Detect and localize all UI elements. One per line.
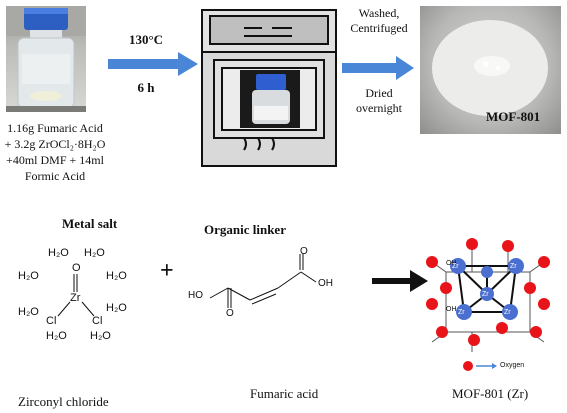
oh-label: OH bbox=[318, 278, 333, 289]
dry-line: overnight bbox=[356, 101, 402, 115]
fumaric-acid-structure bbox=[209, 254, 317, 308]
product-label: MOF-801 bbox=[486, 109, 541, 124]
organic-linker-title: Organic linker bbox=[204, 222, 286, 237]
water-label: H₂O bbox=[46, 330, 67, 342]
reagent-line: +40ml DMF + 14ml bbox=[6, 153, 104, 167]
temperature-label: 130°C bbox=[128, 32, 164, 47]
zr-atom: Zr bbox=[70, 292, 81, 304]
reaction-arrow bbox=[372, 270, 428, 292]
dry-line: Dried bbox=[365, 86, 393, 100]
water-label: H₂O bbox=[106, 270, 127, 282]
wash-line: Centrifuged bbox=[350, 21, 408, 35]
reagent-line: 1.16g Fumaric Acid bbox=[7, 121, 103, 135]
dry-label: Dried overnight bbox=[334, 86, 424, 116]
reagents-text: 1.16g Fumaric Acid + 3.2g ZrOCl₂·8H₂O +4… bbox=[0, 120, 110, 184]
water-label: H₂O bbox=[18, 270, 39, 282]
zr-node-label: Zr bbox=[458, 309, 465, 316]
water-label: H₂O bbox=[106, 302, 127, 314]
water-label: H₂O bbox=[18, 306, 39, 318]
zr-node-label: Zr bbox=[482, 291, 489, 298]
plus-sign: + bbox=[160, 258, 174, 284]
cl-atom: Cl bbox=[92, 315, 103, 327]
linker-name: Fumaric acid bbox=[250, 386, 319, 401]
oven-icon bbox=[201, 9, 337, 167]
reagent-line: Formic Acid bbox=[24, 169, 86, 183]
oxygen-atom: O bbox=[72, 262, 81, 274]
powder-icon bbox=[432, 20, 548, 116]
process-arrow-2 bbox=[342, 56, 414, 80]
process-arrow-1 bbox=[108, 52, 198, 76]
o-atom-label: O bbox=[300, 246, 308, 257]
bottle-icon bbox=[6, 6, 86, 112]
cl-atom: Cl bbox=[46, 315, 57, 327]
water-label: H₂O bbox=[48, 247, 69, 259]
mof-cluster bbox=[426, 238, 550, 371]
reagent-line: + 3.2g ZrOCl₂·8H₂O bbox=[4, 137, 106, 151]
water-label: H₂O bbox=[90, 330, 111, 342]
metal-salt-title: Metal salt bbox=[62, 216, 118, 231]
time-label: 6 h bbox=[137, 80, 155, 95]
legend-oxygen-label: Oxygen bbox=[500, 362, 525, 369]
metal-salt-name: Zirconyl chloride bbox=[18, 394, 109, 409]
o-atom-label: O bbox=[226, 308, 234, 319]
oh-label: OH bbox=[446, 260, 457, 267]
ho-label: HO bbox=[188, 290, 203, 301]
water-label: H₂O bbox=[84, 247, 105, 259]
bottle-photo bbox=[6, 6, 86, 112]
oh-label: OH bbox=[446, 306, 457, 313]
product-name: MOF-801 (Zr) bbox=[452, 386, 529, 401]
zr-node-label: Zr bbox=[452, 263, 459, 270]
wash-label: Washed, Centrifuged bbox=[334, 6, 424, 36]
zr-node-label: Zr bbox=[510, 263, 517, 270]
wash-line: Washed, bbox=[358, 6, 400, 20]
zirconyl-structure bbox=[57, 274, 95, 317]
product-photo bbox=[420, 6, 561, 134]
zr-node-label: Zr bbox=[504, 309, 511, 316]
